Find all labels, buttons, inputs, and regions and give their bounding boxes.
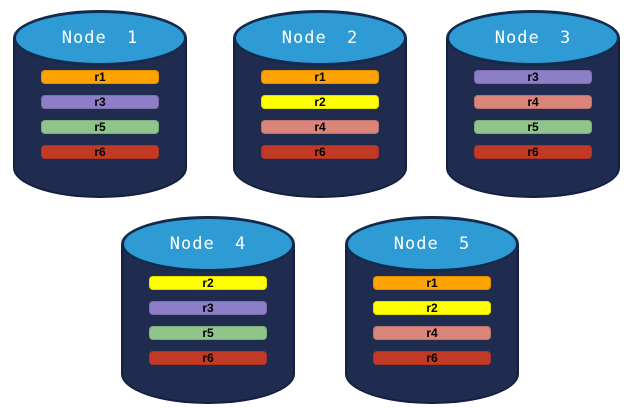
- cylinder-top-ellipse: Node 3: [446, 10, 620, 66]
- replica-label: r1: [314, 70, 326, 84]
- replica-label: r1: [94, 70, 106, 84]
- replica-bar-list: r2 r3 r5 r6: [121, 276, 295, 365]
- replica-label: r6: [202, 351, 214, 365]
- replica-label: r4: [426, 326, 438, 340]
- replica-bar-r6: r6: [474, 145, 592, 159]
- replica-bar-r4: r4: [261, 120, 379, 134]
- node-cylinder-1: Node 1 r1 r3 r5 r6: [13, 10, 187, 198]
- node-cylinder-2: Node 2 r1 r2 r4 r6: [233, 10, 407, 198]
- replica-bar-r1: r1: [373, 276, 491, 290]
- node-label: Node 5: [393, 234, 471, 254]
- node-cylinder-3: Node 3 r3 r4 r5 r6: [446, 10, 620, 198]
- replica-bar-list: r1 r3 r5 r6: [13, 70, 187, 159]
- replica-bar-list: r3 r4 r5 r6: [446, 70, 620, 159]
- node-label: Node 4: [169, 234, 247, 254]
- replica-bar-r6: r6: [373, 351, 491, 365]
- replica-label: r4: [314, 120, 326, 134]
- replica-bar-r2: r2: [261, 95, 379, 109]
- replica-bar-r6: r6: [261, 145, 379, 159]
- replica-label: r3: [94, 95, 106, 109]
- replica-label: r5: [94, 120, 106, 134]
- replica-label: r3: [527, 70, 539, 84]
- node-label: Node 3: [494, 28, 572, 48]
- replica-bar-r5: r5: [474, 120, 592, 134]
- node-label: Node 1: [61, 28, 139, 48]
- replica-bar-r2: r2: [373, 301, 491, 315]
- replica-label: r3: [202, 301, 214, 315]
- replica-bar-r4: r4: [373, 326, 491, 340]
- replica-bar-r1: r1: [41, 70, 159, 84]
- replica-bar-r1: r1: [261, 70, 379, 84]
- node-label: Node 2: [281, 28, 359, 48]
- replica-bar-r3: r3: [149, 301, 267, 315]
- replica-label: r6: [426, 351, 438, 365]
- replica-bar-r3: r3: [41, 95, 159, 109]
- replica-bar-r6: r6: [149, 351, 267, 365]
- replica-bar-r3: r3: [474, 70, 592, 84]
- node-cylinder-5: Node 5 r1 r2 r4 r6: [345, 216, 519, 404]
- replica-label: r2: [426, 301, 438, 315]
- replica-label: r6: [94, 145, 106, 159]
- replica-bar-list: r1 r2 r4 r6: [233, 70, 407, 159]
- replica-bar-r5: r5: [41, 120, 159, 134]
- replica-label: r1: [426, 276, 438, 290]
- replica-bar-list: r1 r2 r4 r6: [345, 276, 519, 365]
- replica-bar-r2: r2: [149, 276, 267, 290]
- replica-bar-r4: r4: [474, 95, 592, 109]
- replica-label: r6: [314, 145, 326, 159]
- replica-label: r5: [202, 326, 214, 340]
- replica-bar-r6: r6: [41, 145, 159, 159]
- replica-label: r2: [202, 276, 214, 290]
- replica-label: r5: [527, 120, 539, 134]
- replica-label: r4: [527, 95, 539, 109]
- node-cylinder-4: Node 4 r2 r3 r5 r6: [121, 216, 295, 404]
- cylinder-top-ellipse: Node 5: [345, 216, 519, 272]
- cylinder-top-ellipse: Node 4: [121, 216, 295, 272]
- cylinder-top-ellipse: Node 2: [233, 10, 407, 66]
- replica-label: r6: [527, 145, 539, 159]
- cylinder-top-ellipse: Node 1: [13, 10, 187, 66]
- replica-label: r2: [314, 95, 326, 109]
- replica-bar-r5: r5: [149, 326, 267, 340]
